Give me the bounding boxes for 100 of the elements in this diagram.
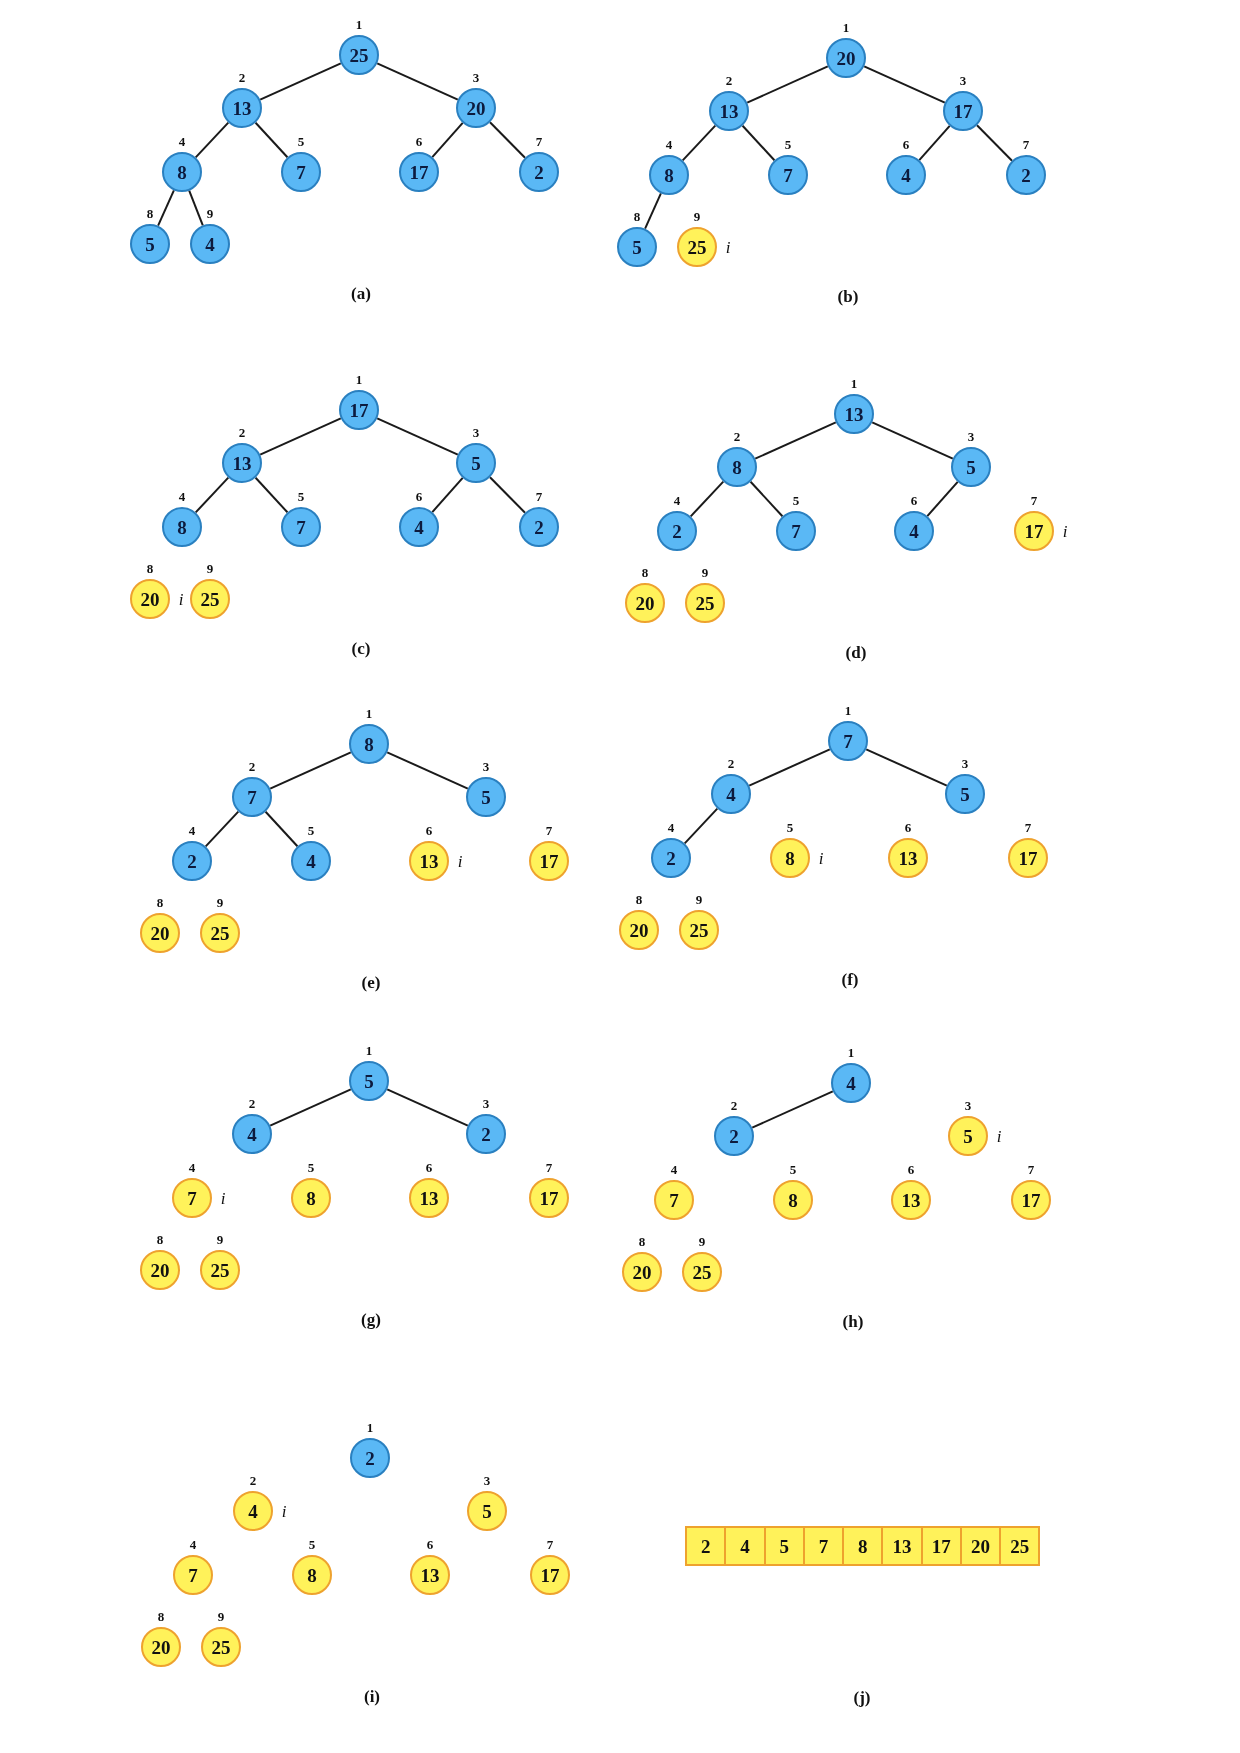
index-number: 3 [472, 425, 480, 439]
index-number: 4 [670, 1162, 678, 1176]
heap-node-circle: 17 [339, 390, 379, 430]
index-number: 5 [792, 493, 800, 507]
heap-node-circle: 17 [943, 91, 983, 131]
pointer-variable: i [178, 590, 184, 608]
panel-label: (i) [364, 1687, 380, 1705]
heap-node-circle: 4 [831, 1063, 871, 1103]
index-number: 2 [238, 70, 246, 84]
heap-node-circle: 4 [711, 774, 751, 814]
tree-edge [489, 121, 526, 159]
index-number: 2 [725, 73, 733, 87]
tree-edge [264, 810, 299, 848]
index-number: 9 [693, 209, 701, 223]
index-number: 7 [545, 823, 553, 837]
heap-node-circle: 20 [140, 1250, 180, 1290]
tree-edge [746, 65, 829, 104]
tree-edge [918, 124, 951, 162]
tree-edge [157, 189, 175, 227]
heap-node-circle: 4 [190, 224, 230, 264]
heap-node-circle: 8 [649, 155, 689, 195]
index-number: 2 [730, 1098, 738, 1112]
index-number: 9 [695, 892, 703, 906]
heap-node-circle: 8 [349, 724, 389, 764]
heap-node-circle: 20 [622, 1252, 662, 1292]
heap-node-circle: 2 [519, 152, 559, 192]
index-number: 5 [789, 1162, 797, 1176]
heap-node-circle: 8 [162, 507, 202, 547]
index-number: 1 [365, 1043, 373, 1057]
heap-node-circle: 17 [1014, 511, 1054, 551]
pointer-variable: i [220, 1189, 226, 1207]
heap-node-circle: 5 [951, 447, 991, 487]
tree-edge [376, 417, 459, 456]
heap-node-circle: 13 [222, 443, 262, 483]
pointer-variable: i [996, 1127, 1002, 1145]
index-number: 6 [425, 823, 433, 837]
heap-node-circle: 7 [776, 511, 816, 551]
heap-node-circle: 20 [140, 913, 180, 953]
index-number: 8 [146, 561, 154, 575]
index-number: 9 [698, 1234, 706, 1248]
heap-node-circle: 7 [281, 507, 321, 547]
heap-node-circle: 17 [399, 152, 439, 192]
index-number: 3 [964, 1098, 972, 1112]
heap-node-circle: 2 [519, 507, 559, 547]
index-number: 5 [297, 489, 305, 503]
tree-edge [754, 421, 837, 460]
heap-node-circle: 25 [201, 1627, 241, 1667]
panel-label: (j) [853, 1688, 871, 1706]
index-number: 7 [546, 1537, 554, 1551]
index-number: 7 [1024, 820, 1032, 834]
index-number: 4 [189, 1537, 197, 1551]
tree-edge [681, 124, 717, 162]
panel-label: (a) [351, 284, 371, 302]
index-number: 7 [545, 1160, 553, 1174]
tree-edge [386, 1088, 469, 1127]
heap-node-circle: 25 [339, 35, 379, 75]
heap-node-circle: 4 [399, 507, 439, 547]
heap-node-circle: 13 [709, 91, 749, 131]
pointer-variable: i [725, 238, 731, 256]
index-number: 3 [482, 1096, 490, 1110]
tree-edge [751, 1090, 834, 1129]
index-number: 8 [157, 1609, 165, 1623]
array-cell: 25 [999, 1526, 1041, 1566]
tree-edge [431, 121, 464, 159]
heap-node-circle: 13 [410, 1555, 450, 1595]
heap-node-circle: 5 [130, 224, 170, 264]
index-number: 8 [156, 895, 164, 909]
heap-node-circle: 2 [714, 1116, 754, 1156]
heap-node-circle: 13 [834, 394, 874, 434]
index-number: 7 [1022, 137, 1030, 151]
tree-edge [741, 124, 776, 162]
index-number: 8 [156, 1232, 164, 1246]
tree-edge [644, 192, 662, 230]
pointer-variable: i [1062, 522, 1068, 540]
panel-label: (e) [361, 973, 381, 991]
heap-node-circle: 25 [682, 1252, 722, 1292]
index-number: 1 [355, 372, 363, 386]
index-number: 3 [482, 759, 490, 773]
tree-edge [254, 121, 289, 159]
heap-node-circle: 8 [770, 838, 810, 878]
index-number: 9 [217, 1609, 225, 1623]
heap-node-circle: 2 [657, 511, 697, 551]
heap-node-circle: 4 [232, 1114, 272, 1154]
index-number: 8 [638, 1234, 646, 1248]
index-number: 4 [665, 137, 673, 151]
heap-node-circle: 7 [654, 1180, 694, 1220]
heap-node-circle: 7 [173, 1555, 213, 1595]
heap-node-circle: 17 [1011, 1180, 1051, 1220]
heap-node-circle: 4 [886, 155, 926, 195]
array-cell: 7 [802, 1526, 844, 1566]
heap-node-circle: 13 [891, 1180, 931, 1220]
heap-node-circle: 5 [349, 1061, 389, 1101]
tree-edge [259, 62, 342, 101]
panel-label: (b) [837, 287, 859, 305]
heap-node-circle: 13 [888, 838, 928, 878]
heap-node-circle: 20 [625, 583, 665, 623]
heap-node-circle: 17 [529, 841, 569, 881]
tree-edge [749, 480, 784, 518]
heap-node-circle: 2 [172, 841, 212, 881]
tree-edge [259, 417, 342, 456]
